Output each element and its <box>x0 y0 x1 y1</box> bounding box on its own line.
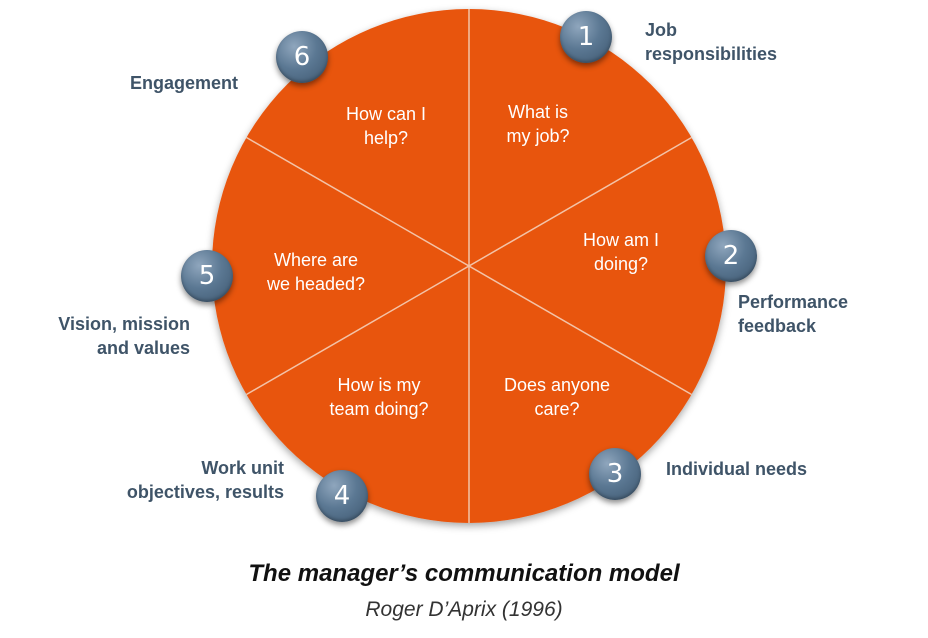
wheel-dividers <box>246 9 692 523</box>
number-badge-3: 3 <box>589 448 641 500</box>
outer-label-6: Engagement <box>130 73 239 93</box>
segment-question-2: How am I doing? <box>582 230 660 274</box>
number-badge-6: 6 <box>276 31 328 83</box>
outer-label-3: Individual needs <box>666 459 808 479</box>
segment-question-1: What is my job? <box>506 102 570 146</box>
outer-label-2: Performance feedback <box>738 292 849 336</box>
number-badge-1: 1 <box>560 11 612 63</box>
wheel-divider-line <box>246 136 692 396</box>
caption-title: The manager’s communication model <box>248 560 680 587</box>
segment-question-5: Where are we headed? <box>266 250 366 294</box>
outer-label-1: Job responsibilities <box>645 20 778 64</box>
number-badge-5: 5 <box>181 250 233 302</box>
outer-label-5: Vision, mission and values <box>58 314 190 358</box>
outer-label-4: Work unit objectives, results <box>126 458 284 502</box>
caption-author: Roger D’Aprix (1996) <box>365 598 563 621</box>
number-badge-4: 4 <box>316 470 368 522</box>
segment-question-4: How is my team doing? <box>329 375 429 419</box>
number-badge-2: 2 <box>705 230 757 282</box>
segment-question-6: How can I help? <box>345 104 427 148</box>
segment-question-3: Does anyone care? <box>503 375 611 419</box>
